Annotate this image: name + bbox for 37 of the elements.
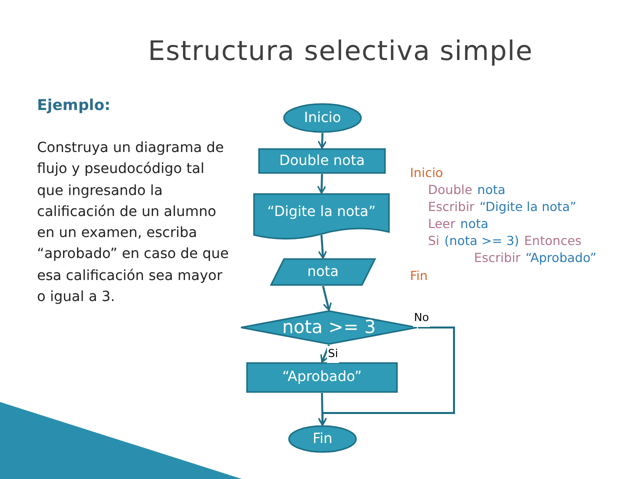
pseudocode-token: “Digite la nota”: [479, 198, 576, 216]
terminal-oval: [283, 103, 362, 133]
output-document: [253, 193, 390, 240]
node-label: Double nota: [279, 152, 365, 170]
terminal-oval: [288, 425, 357, 453]
pseudocode-token: Fin: [410, 267, 428, 285]
arrow: [318, 392, 328, 426]
process-box: [246, 362, 398, 393]
pseudocode-token: nota: [477, 181, 506, 199]
node-label: “Aprobado”: [282, 368, 362, 387]
input-parallelogram: [270, 258, 376, 286]
title: Estructura selectiva simple: [148, 35, 533, 69]
pseudocode-token: Inicio: [410, 164, 444, 182]
example-heading: Ejemplo:: [37, 95, 110, 116]
pseudocode-token: “Aprobado”: [525, 249, 597, 267]
pseudocode-token: Si: [428, 232, 440, 250]
arrow: [317, 132, 327, 149]
node-label: Fin: [312, 430, 332, 448]
arrow: [322, 286, 332, 311]
pseudocode-token: Double: [428, 181, 472, 199]
process-box: [258, 148, 386, 174]
arrow: [316, 174, 326, 194]
pseudocode-token: (nota >= 3): [444, 232, 520, 250]
pseudocode-token: Escribir: [428, 198, 474, 216]
node-label: nota >= 3: [282, 316, 376, 340]
pseudocode-token: Escribir: [474, 249, 520, 267]
arrow: [320, 344, 330, 363]
pseudocode-token: Entonces: [524, 232, 582, 250]
pseudocode-token: nota: [460, 215, 488, 233]
edge-label: No: [413, 310, 430, 326]
problem-statement: Construya un diagrama de flujo y pseudocódigo tal que ingresando la calificación de un alumno en un examen, escriba “aprobado” en caso de que esa calificación sea mayor o igual a 3.: [37, 139, 230, 308]
node-label: “Digite la nota”: [267, 203, 376, 222]
edge-label: Si: [327, 346, 340, 362]
arrow: [318, 234, 328, 259]
node-label: nota: [307, 262, 339, 282]
pseudocode-token: Leer: [428, 215, 456, 233]
node-label: Inicio: [304, 108, 342, 128]
